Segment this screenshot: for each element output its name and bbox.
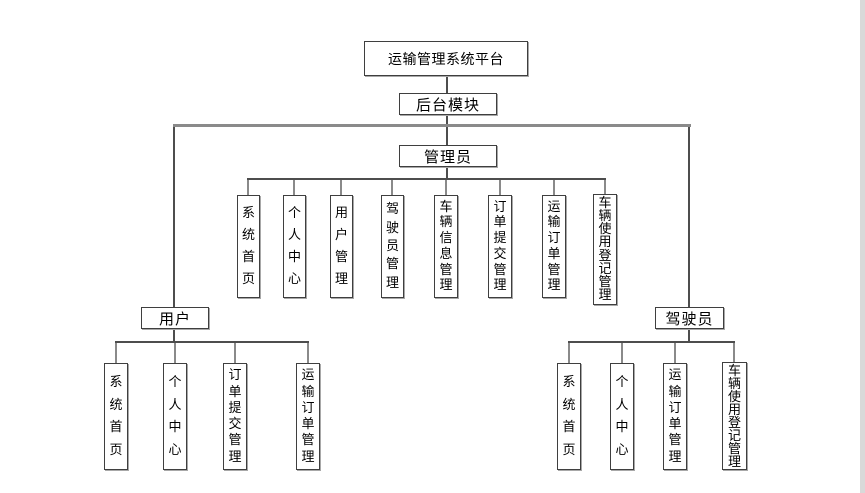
node-user: 用户 [141, 307, 209, 329]
node-user-order-submit-mgmt: 订单提交管理 [223, 363, 247, 470]
connector-driver-stem [688, 329, 690, 342]
connector-admin-stem [446, 167, 448, 179]
connector-main-horizontal [173, 124, 691, 127]
connector-root-backend [446, 76, 448, 93]
connector-admin-stub-6 [499, 180, 501, 195]
connector-driver-stub-1 [568, 343, 570, 363]
connector-driver-stub-4 [733, 343, 735, 363]
connector-admin-stub-5 [445, 180, 447, 195]
node-user-system-home: 系统首页 [104, 363, 128, 470]
connector-user-stub-4 [307, 343, 309, 363]
connector-drop-user [173, 127, 175, 307]
node-driver-personal-center: 个人中心 [610, 363, 634, 470]
node-driver-vehicle-use-reg-mgmt: 车辆使用登记管理 [722, 362, 747, 470]
connector-admin-stub-3 [340, 180, 342, 195]
connector-user-stub-1 [115, 343, 117, 363]
connector-admin-stub-1 [247, 180, 249, 195]
node-driver: 驾驶员 [655, 307, 724, 329]
connector-admin-stub-4 [391, 180, 393, 195]
connector-admin-stub-7 [553, 180, 555, 195]
node-user-transport-order-mgmt: 运输订单管理 [296, 363, 320, 470]
connector-drop-driver [688, 127, 690, 307]
connector-admin-horizontal [247, 178, 606, 180]
connector-driver-horizontal [568, 341, 735, 343]
node-admin-vehicle-info-mgmt: 车辆信息管理 [434, 195, 458, 298]
node-root: 运输管理系统平台 [364, 41, 528, 76]
connector-driver-stub-3 [674, 343, 676, 363]
connector-user-horizontal [115, 341, 309, 343]
node-admin-transport-order-mgmt: 运输订单管理 [542, 195, 566, 298]
node-driver-system-home: 系统首页 [557, 363, 581, 470]
node-admin-system-home: 系统首页 [237, 195, 260, 298]
connector-admin-stub-8 [604, 180, 606, 195]
connector-user-stem [173, 329, 175, 342]
node-backend-module: 后台模块 [399, 93, 497, 115]
node-admin-order-submit-mgmt: 订单提交管理 [488, 195, 512, 298]
node-admin-vehicle-use-reg-mgmt: 车辆使用登记管理 [593, 194, 617, 305]
connector-driver-stub-2 [621, 343, 623, 363]
connector-user-stub-2 [174, 343, 176, 363]
node-admin: 管理员 [399, 145, 497, 167]
connector-user-stub-3 [234, 343, 236, 363]
connector-backend-trunk [446, 115, 448, 125]
node-admin-user-mgmt: 用户管理 [330, 195, 353, 298]
node-admin-driver-mgmt: 驾驶员管理 [381, 195, 404, 298]
node-admin-personal-center: 个人中心 [283, 195, 306, 298]
connector-admin-stub-2 [293, 180, 295, 195]
node-user-personal-center: 个人中心 [163, 363, 187, 470]
node-driver-transport-order-mgmt: 运输订单管理 [663, 363, 687, 470]
screen-right-edge [860, 0, 865, 493]
connector-trunk-admin [446, 127, 448, 145]
